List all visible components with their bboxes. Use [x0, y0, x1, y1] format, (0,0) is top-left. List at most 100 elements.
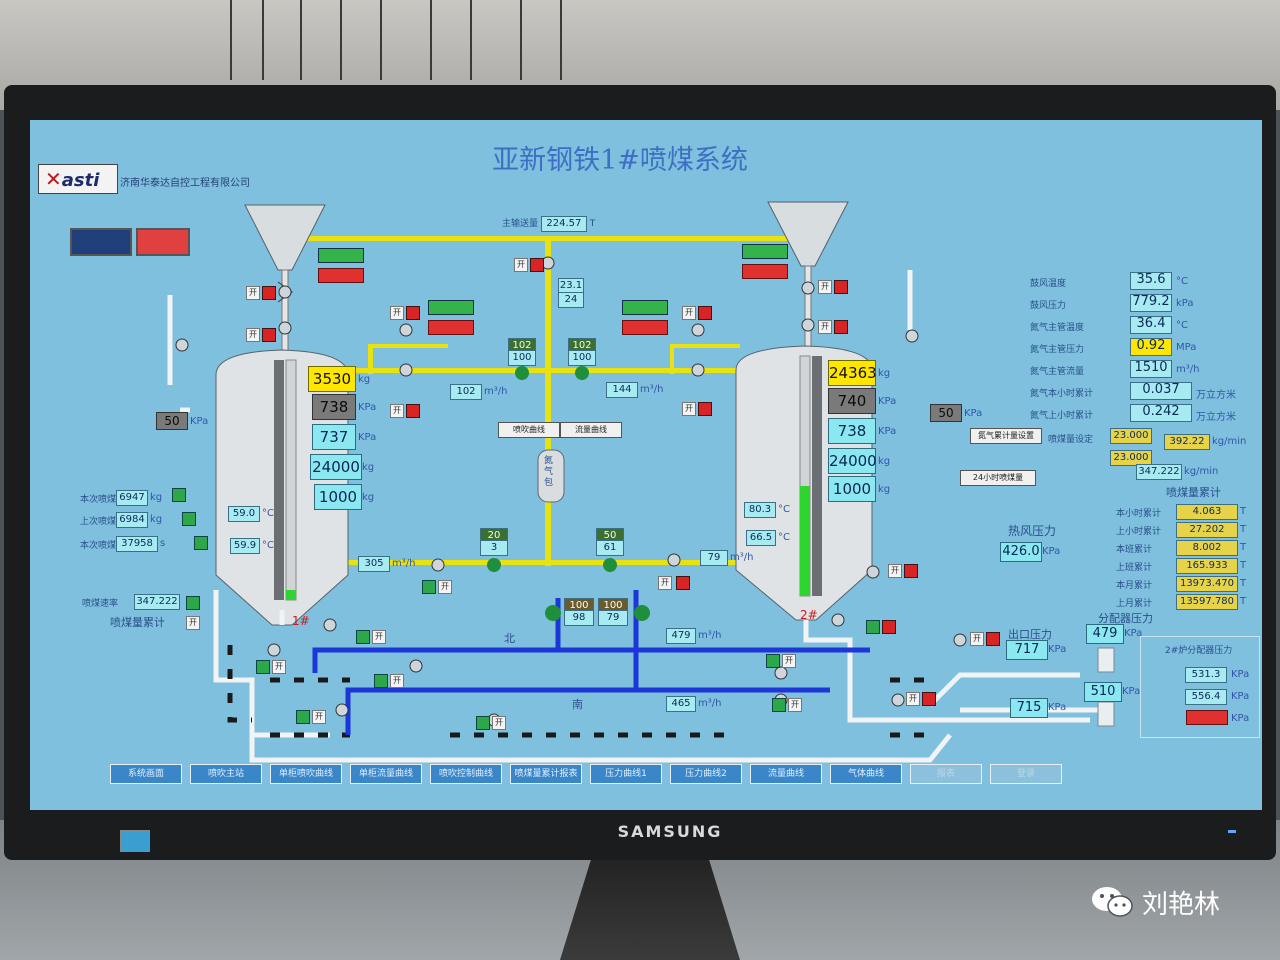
- tank1-temp2: 59.9: [230, 538, 260, 554]
- mid-pressure: 50: [930, 404, 962, 422]
- start-button[interactable]: [296, 710, 310, 724]
- left-rate-value: 347.222: [134, 594, 180, 610]
- nav-report[interactable]: 报表: [910, 764, 982, 784]
- total-value: 8.002: [1176, 540, 1238, 556]
- start-button[interactable]: [374, 674, 388, 688]
- open-button[interactable]: 开: [390, 674, 404, 688]
- panel-title: 2#炉分配器压力: [1165, 646, 1233, 656]
- left-rate-caption: 喷煤量累计: [110, 616, 165, 629]
- start-button[interactable]: [356, 630, 370, 644]
- open-button[interactable]: 开: [658, 576, 672, 590]
- close-button[interactable]: [834, 280, 848, 294]
- open-button[interactable]: 开: [888, 564, 902, 578]
- close-button[interactable]: [676, 576, 690, 590]
- open-button[interactable]: 开: [246, 286, 260, 300]
- unit: kg/min: [1184, 466, 1219, 477]
- reset-button[interactable]: [186, 596, 200, 610]
- cable: [262, 0, 264, 80]
- open-button[interactable]: 开: [514, 258, 528, 272]
- open-button[interactable]: 开: [492, 716, 506, 730]
- alarm-indicator[interactable]: [136, 228, 190, 256]
- unit: kg/min: [1212, 436, 1247, 447]
- tank1-temp1: 59.0: [228, 506, 260, 522]
- nitrogen-bottle-label: 氮气包: [544, 456, 554, 488]
- nav-pressure-1[interactable]: 压力曲线1: [590, 764, 662, 784]
- close-button[interactable]: [922, 692, 936, 706]
- close-button[interactable]: [904, 564, 918, 578]
- flow-465: 465: [666, 696, 696, 712]
- close-button[interactable]: [698, 402, 712, 416]
- open-button[interactable]: 开: [438, 580, 452, 594]
- valve-d-val: 61: [596, 540, 624, 556]
- open-button[interactable]: 开: [312, 710, 326, 724]
- close-button[interactable]: [834, 320, 848, 334]
- start-button[interactable]: [476, 716, 490, 730]
- param-label: 氮气上小时累计: [1030, 411, 1094, 421]
- close-button[interactable]: [406, 306, 420, 320]
- tank2-upper-limit: 24000: [828, 448, 877, 474]
- open-button[interactable]: 开: [818, 280, 832, 294]
- total-label: 上小时累计: [1116, 527, 1162, 537]
- distributor-label: 分配器压力: [1098, 612, 1153, 625]
- coal-rate-caption: 喷煤量累计: [1166, 486, 1221, 499]
- unit: °C: [778, 532, 790, 543]
- nav-main-station[interactable]: 喷吹主站: [190, 764, 262, 784]
- open-button[interactable]: 开: [970, 632, 984, 646]
- unit: kg: [150, 514, 163, 525]
- close-button[interactable]: [986, 632, 1000, 646]
- close-button[interactable]: [262, 328, 276, 342]
- nav-system[interactable]: 系统画面: [110, 764, 182, 784]
- nitrogen-settings-button[interactable]: 氮气累计量设置: [970, 428, 1042, 444]
- nav-coal-report[interactable]: 喷煤量累计报表: [510, 764, 582, 784]
- close-button[interactable]: [882, 620, 896, 634]
- open-button[interactable]: 开: [272, 660, 286, 674]
- hopper-1: [244, 204, 326, 271]
- open-button[interactable]: 开: [782, 654, 796, 668]
- alarm-bar: [1186, 710, 1228, 725]
- open-button[interactable]: 开: [906, 692, 920, 706]
- close-button[interactable]: [698, 306, 712, 320]
- open-button[interactable]: 开: [390, 404, 404, 418]
- 24h-coal-button[interactable]: 24小时喷煤量: [960, 470, 1036, 486]
- distributor-p1: 531.3: [1185, 667, 1227, 683]
- nav-gas-curve[interactable]: 气体曲线: [830, 764, 902, 784]
- open-button[interactable]: 开: [788, 698, 802, 712]
- open-button[interactable]: 开: [372, 630, 386, 644]
- open-button[interactable]: 开: [390, 306, 404, 320]
- reset-button[interactable]: [194, 536, 208, 550]
- nav-control-curve[interactable]: 喷吹控制曲线: [430, 764, 502, 784]
- nav-pressure-2[interactable]: 压力曲线2: [670, 764, 742, 784]
- curve-button-2[interactable]: 流量曲线: [560, 422, 622, 438]
- start-button[interactable]: [766, 654, 780, 668]
- param-value: 779.2: [1130, 294, 1172, 312]
- unit: °C: [1176, 276, 1188, 287]
- reset-button[interactable]: [182, 512, 196, 526]
- close-button[interactable]: [530, 258, 544, 272]
- nav-flow-curve[interactable]: 流量曲线: [750, 764, 822, 784]
- close-button[interactable]: [406, 404, 420, 418]
- open-button[interactable]: 开: [186, 616, 200, 630]
- unit: m³/h: [1176, 364, 1200, 375]
- reset-button[interactable]: [172, 488, 186, 502]
- param-value: 0.92: [1130, 338, 1172, 356]
- curve-button-1[interactable]: 喷吹曲线: [498, 422, 560, 438]
- close-button[interactable]: [262, 286, 276, 300]
- open-button[interactable]: 开: [682, 402, 696, 416]
- unit: MPa: [1176, 342, 1197, 353]
- cable: [300, 0, 302, 80]
- nav-single-flow[interactable]: 单柜流量曲线: [350, 764, 422, 784]
- start-button[interactable]: [256, 660, 270, 674]
- start-button[interactable]: [866, 620, 880, 634]
- nav-single-curve[interactable]: 单柜喷吹曲线: [270, 764, 342, 784]
- open-button[interactable]: 开: [246, 328, 260, 342]
- start-button[interactable]: [422, 580, 436, 594]
- param-label: 氮气本小时累计: [1030, 389, 1094, 399]
- cable: [230, 0, 232, 80]
- status-label: [428, 300, 474, 315]
- cable: [520, 0, 522, 80]
- start-button[interactable]: [772, 698, 786, 712]
- tank1-lower-limit: 1000: [314, 484, 362, 510]
- open-button[interactable]: 开: [682, 306, 696, 320]
- open-button[interactable]: 开: [818, 320, 832, 334]
- nav-login[interactable]: 登录: [990, 764, 1062, 784]
